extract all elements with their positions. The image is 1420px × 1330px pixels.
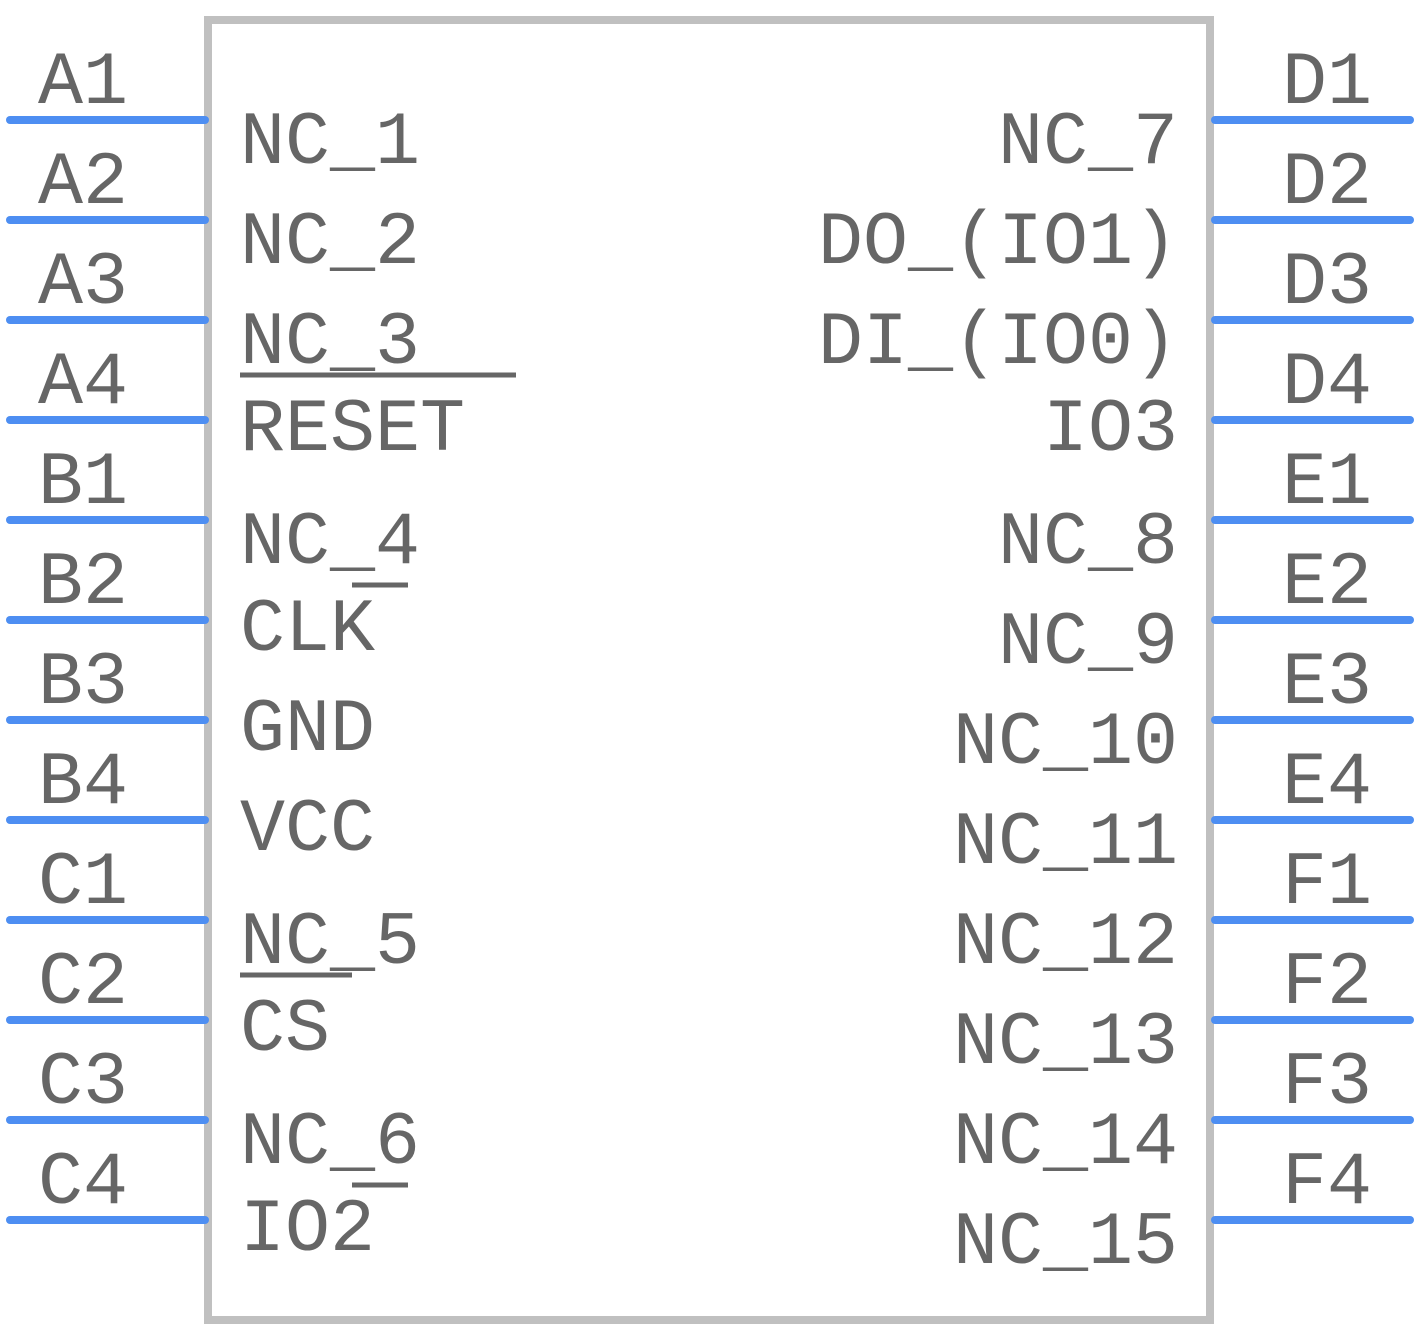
pin-number-d1: D1 xyxy=(1282,41,1372,126)
pin-name-d3: DI_(IO0) xyxy=(818,301,1178,386)
pin-name-b2: CLK xyxy=(240,588,375,673)
pin-number-e4: E4 xyxy=(1282,741,1372,826)
pin-number-e2: E2 xyxy=(1282,541,1372,626)
pin-number-b3: B3 xyxy=(38,641,128,726)
pin-name-e4: NC_11 xyxy=(953,801,1178,886)
pin-name-b4: VCC xyxy=(240,788,375,873)
pin-number-b1: B1 xyxy=(38,441,128,526)
pin-number-c4: C4 xyxy=(38,1141,128,1226)
pin-name-c1: NC_5 xyxy=(240,901,420,986)
pin-number-c2: C2 xyxy=(38,941,128,1026)
pin-number-f4: F4 xyxy=(1282,1141,1372,1226)
pin-number-f3: F3 xyxy=(1282,1041,1372,1126)
pin-number-a1: A1 xyxy=(38,41,128,126)
pin-name-d2: DO_(IO1) xyxy=(818,201,1178,286)
pin-number-b4: B4 xyxy=(38,741,128,826)
pin-number-a4: A4 xyxy=(38,341,128,426)
pin-name-f1: NC_12 xyxy=(953,901,1178,986)
pin-number-f2: F2 xyxy=(1282,941,1372,1026)
pin-number-a2: A2 xyxy=(38,141,128,226)
pin-name-f4: NC_15 xyxy=(953,1201,1178,1286)
pin-name-a1: NC_1 xyxy=(240,101,420,186)
pin-number-d2: D2 xyxy=(1282,141,1372,226)
pin-name-c4: IO2 xyxy=(240,1188,375,1273)
pin-name-a2: NC_2 xyxy=(240,201,420,286)
pin-number-e1: E1 xyxy=(1282,441,1372,526)
pin-name-b3: GND xyxy=(240,688,375,773)
pin-name-f3: NC_14 xyxy=(953,1101,1178,1186)
pin-name-b1: NC_4 xyxy=(240,501,420,586)
pin-name-e2: NC_9 xyxy=(998,601,1178,686)
pin-number-c3: C3 xyxy=(38,1041,128,1126)
pin-name-d1: NC_7 xyxy=(998,101,1178,186)
pin-number-c1: C1 xyxy=(38,841,128,926)
pin-number-e3: E3 xyxy=(1282,641,1372,726)
pin-name-d4: IO3 xyxy=(1043,388,1178,473)
ic-body xyxy=(204,16,1214,1324)
pin-number-a3: A3 xyxy=(38,241,128,326)
pin-number-f1: F1 xyxy=(1282,841,1372,926)
pin-name-a4: RESET xyxy=(240,388,465,473)
pin-number-d3: D3 xyxy=(1282,241,1372,326)
pin-name-e1: NC_8 xyxy=(998,501,1178,586)
pin-name-a3: NC_3 xyxy=(240,301,420,386)
pin-name-c2: CS xyxy=(240,988,330,1073)
pin-name-c3: NC_6 xyxy=(240,1101,420,1186)
pin-name-e3: NC_10 xyxy=(953,701,1178,786)
pin-name-f2: NC_13 xyxy=(953,1001,1178,1086)
pin-number-d4: D4 xyxy=(1282,341,1372,426)
pin-number-b2: B2 xyxy=(38,541,128,626)
